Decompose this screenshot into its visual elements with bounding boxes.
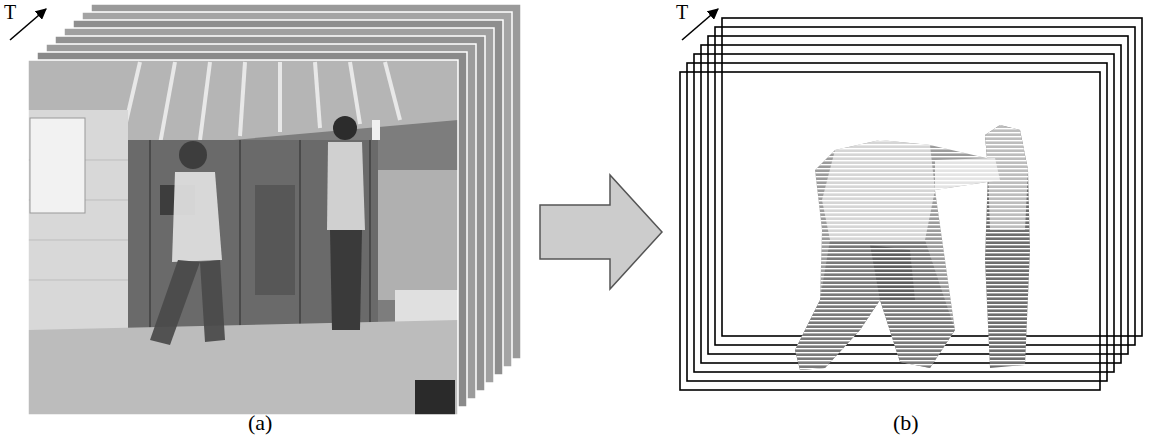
transition-arrow bbox=[540, 175, 662, 289]
frame-outlines bbox=[680, 18, 1142, 390]
time-axis-label: T bbox=[4, 2, 16, 22]
segmented-silhouettes bbox=[790, 120, 1035, 375]
panel-label: (a) bbox=[248, 412, 272, 434]
front-frame bbox=[28, 60, 458, 415]
time-axis-label: T bbox=[676, 2, 688, 22]
panel-label: (b) bbox=[893, 412, 919, 434]
lab-scene-photo bbox=[28, 60, 458, 415]
